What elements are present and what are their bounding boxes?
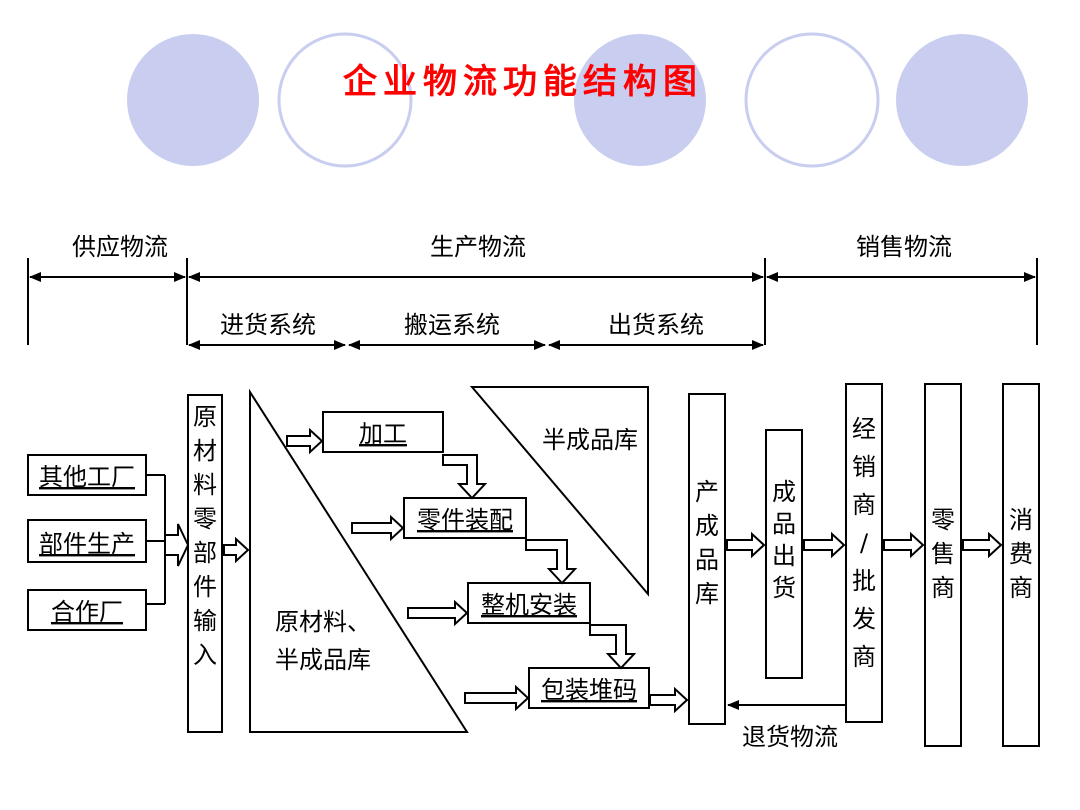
circle-filled-2 [574, 34, 706, 166]
circle-outline-2 [744, 32, 880, 168]
process-boxes [322, 411, 650, 709]
store-to-shipping-arrow [726, 531, 766, 559]
consumer-label: 消费商 [1009, 506, 1033, 602]
return-flow-label: 退货物流 [742, 723, 838, 751]
distributor-label: 经销商/批发商 [852, 415, 876, 671]
raw-store-label-line1: 原材料、 [275, 608, 371, 636]
shipping-to-distributor-arrow [803, 531, 846, 559]
supplier-partner-factory: 合作厂 [51, 598, 123, 626]
finished-goods-store-label: 产成品库 [695, 478, 719, 608]
process-machine-install: 整机安装 [481, 591, 577, 619]
consumer-box [1002, 383, 1040, 747]
supplier-parts-production: 部件生产 [39, 530, 135, 558]
label-supply-logistics: 供应物流 [72, 233, 168, 261]
supplier-box-3 [27, 589, 147, 631]
process-box-packing [528, 667, 650, 709]
semi-finished-store-label: 半成品库 [542, 426, 638, 454]
raw-material-input-box [187, 394, 223, 733]
supplier-to-input-arrow [164, 523, 190, 567]
process-flow-arrows [442, 454, 637, 670]
packing-to-finished-store-arrow [649, 686, 689, 714]
process-parts-assembly: 零件装配 [417, 506, 513, 534]
circle-filled-1 [127, 34, 259, 166]
process-box-processing [322, 411, 444, 453]
retailer-label: 零售商 [931, 506, 955, 602]
decorative-circles [127, 32, 1028, 168]
finished-goods-out-label: 成品出货 [772, 478, 796, 602]
input-to-store-arrow [223, 536, 250, 564]
label-sales-logistics: 销售物流 [856, 233, 952, 261]
page-title: 企业物流功能结构图 [343, 62, 703, 102]
circle-outline-1 [277, 32, 413, 168]
process-processing: 加工 [359, 420, 407, 448]
retailer-to-consumer-arrow [962, 531, 1003, 559]
supplier-other-factory: 其他工厂 [39, 463, 135, 491]
process-box-machine-install [467, 582, 591, 624]
raw-material-store-triangle [249, 388, 469, 733]
process-box-parts-assembly [403, 497, 527, 539]
supplier-bracket [146, 474, 166, 605]
process-packing: 包装堆码 [541, 676, 637, 704]
circle-filled-3 [896, 34, 1028, 166]
label-outbound-system: 出货系统 [608, 311, 704, 339]
raw-store-label-line2: 半成品库 [275, 646, 371, 674]
finished-goods-out-box [765, 429, 803, 679]
raw-material-input-label: 原材料零部件输入 [193, 403, 217, 669]
semi-finished-store-triangle [469, 386, 649, 597]
label-handling-system: 搬运系统 [404, 311, 500, 339]
distributor-to-retailer-arrow [883, 531, 925, 559]
label-production-logistics: 生产物流 [430, 233, 526, 261]
finished-goods-store-box [688, 393, 726, 725]
header-boundaries [27, 258, 1038, 345]
retailer-box [924, 383, 962, 747]
distributor-box [845, 383, 883, 723]
store-to-process-arrows [286, 427, 530, 712]
label-inbound-system: 进货系统 [220, 311, 316, 339]
